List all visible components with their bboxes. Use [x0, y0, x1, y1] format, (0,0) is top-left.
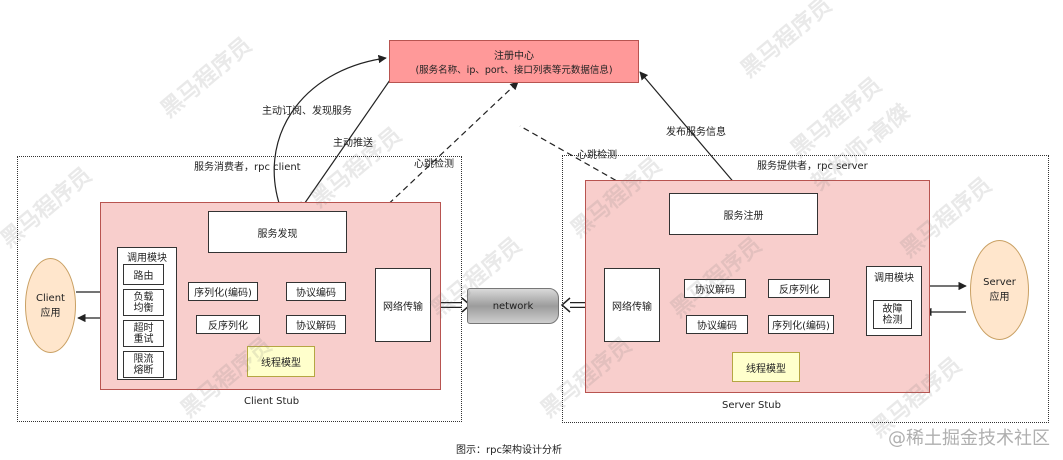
registry-subtitle: (服务名称、ip、port、接口列表等元数据信息): [415, 65, 613, 76]
rate-limit-label: 限流 熔断: [133, 353, 154, 376]
server-region: [562, 155, 1049, 423]
server-thread-model-box: 线程模型: [732, 352, 800, 382]
server-app: Server 应用: [970, 240, 1029, 340]
route-item: 路由: [123, 264, 164, 285]
client-deserialize-box: 反序列化: [196, 315, 260, 334]
client-protocol-decode-box: 协议解码: [286, 315, 346, 334]
watermark: 黑马程序员: [786, 72, 887, 163]
watermark: 黑马程序员: [736, 0, 837, 83]
client-thread-model-box: 线程模型: [247, 346, 315, 377]
load-balance-label: 负载 均衡: [133, 291, 154, 314]
server-region-label: 服务提供者，rpc server: [757, 161, 868, 172]
client-app-name: Client: [36, 292, 65, 304]
client-app-sub: 应用: [40, 307, 61, 319]
rate-limit-item: 限流 熔断: [123, 351, 164, 378]
server-stub-label: Server Stub: [722, 400, 781, 411]
registry-center: 注册中心 (服务名称、ip、port、接口列表等元数据信息): [389, 40, 639, 83]
server-app-sub: 应用: [989, 292, 1010, 303]
juejin-watermark: @稀土掘金技术社区: [888, 428, 1050, 449]
fault-detect-item: 故障 检测: [873, 300, 912, 329]
route-item-label: 路由: [133, 271, 154, 282]
service-discovery-box: 服务发现: [208, 211, 347, 253]
client-region: [17, 156, 462, 422]
subscribe-label: 主动订阅、发现服务: [262, 106, 352, 117]
service-register-box: 服务注册: [669, 193, 818, 235]
client-protocol-encode-box: 协议编码: [286, 282, 346, 301]
heartbeat-client-label: 心跳检测: [414, 159, 454, 170]
timeout-retry-item: 超时 重试: [123, 320, 164, 347]
server-serialize-box: 序列化(编码): [768, 315, 834, 334]
push-label: 主动推送: [333, 138, 373, 149]
watermark: 黑马程序员: [156, 32, 257, 123]
client-serialize-box: 序列化(编码): [188, 282, 258, 301]
figure-caption: 图示：rpc架构设计分析: [456, 445, 562, 456]
network-pipe: network: [467, 288, 559, 324]
client-region-label: 服务消费者，rpc client: [194, 162, 301, 173]
server-network-transfer-box: 网络传输: [604, 268, 660, 342]
timeout-retry-label: 超时 重试: [133, 322, 154, 345]
publish-label: 发布服务信息: [666, 127, 726, 138]
client-network-transfer-box: 网络传输: [375, 268, 431, 342]
load-balance-item: 负载 均衡: [123, 289, 164, 316]
server-call-module-title: 调用模块: [874, 273, 914, 284]
server-deserialize-box: 反序列化: [768, 279, 830, 298]
fault-detect-label: 故障 检测: [882, 303, 903, 326]
client-stub-label: Client Stub: [244, 396, 300, 407]
server-app-name: Server: [983, 277, 1016, 288]
server-protocol-encode-box: 协议编码: [686, 315, 748, 334]
registry-title: 注册中心: [494, 51, 534, 62]
server-protocol-decode-box: 协议解码: [684, 279, 746, 298]
client-call-module-title: 调用模块: [127, 253, 167, 264]
network-label: network: [492, 300, 534, 312]
client-app: Client 应用: [25, 258, 76, 353]
